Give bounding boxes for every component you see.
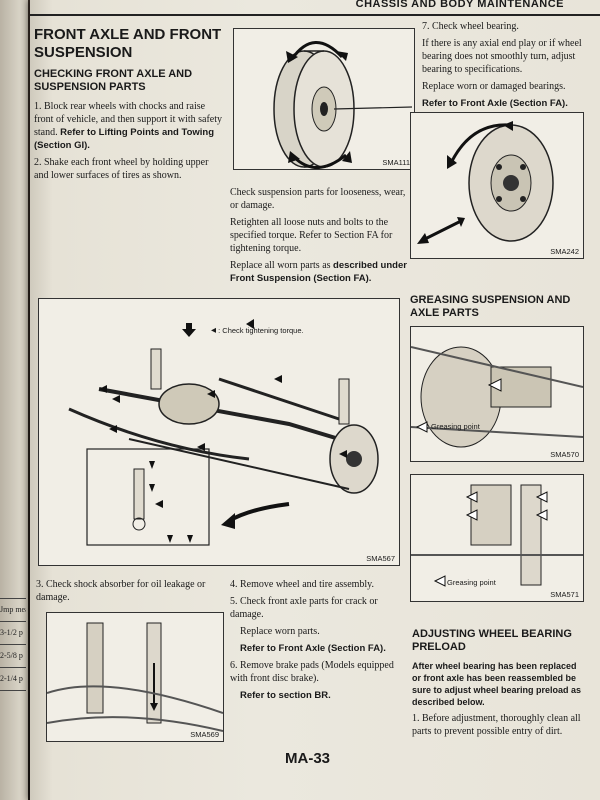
adjusting-title: ADJUSTING WHEEL BEARING PRELOAD bbox=[412, 628, 572, 653]
header-title: CHASSIS AND BODY MAINTENANCE bbox=[355, 0, 564, 10]
step-5-reference: Refer to Front Axle (Section FA). bbox=[240, 643, 386, 654]
figure-code: SMA569 bbox=[190, 730, 219, 739]
step-6: 6. Remove brake pads (Models equipped wi… bbox=[230, 660, 394, 684]
figure-code: SMA570 bbox=[550, 450, 579, 459]
previous-page-table-row: 3-1/2 p bbox=[0, 622, 26, 645]
arrow-icon: ◂ bbox=[211, 325, 217, 336]
wheel-bearing-illustration bbox=[417, 121, 554, 244]
greasing-lower-illustration bbox=[411, 484, 583, 587]
front-suspension-illustration bbox=[68, 319, 379, 546]
check-suspension-text: Check suspension parts for looseness, we… bbox=[230, 187, 406, 211]
right-column-top: 7. Check wheel bearing. If there is any … bbox=[422, 20, 592, 114]
previous-page-table: Jmp measur 3-1/2 p 2-5/8 p 2-1/4 p bbox=[0, 598, 26, 691]
replace-parts-reference: described under Front Suspension (Sectio… bbox=[230, 260, 407, 284]
bottom-middle-text: 4. Remove wheel and tire assembly. 5. Ch… bbox=[230, 578, 400, 706]
shock-absorber-illustration bbox=[47, 622, 223, 732]
step-4: 4. Remove wheel and tire assembly. bbox=[230, 579, 375, 590]
figure-code: SMA571 bbox=[550, 590, 579, 599]
greasing-section: GREASING SUSPENSION AND AXLE PARTS bbox=[410, 294, 590, 320]
previous-page-table-header: Jmp measur bbox=[0, 599, 26, 622]
bottom-left-text: 3. Check shock absorber for oil leakage … bbox=[36, 578, 216, 608]
figure-code: SMA111 bbox=[382, 158, 410, 167]
step-7: 7. Check wheel bearing. bbox=[422, 21, 519, 32]
step-6-reference: Refer to section BR. bbox=[240, 690, 331, 701]
section-subtitle: CHECKING FRONT AXLE AND SUSPENSION PARTS bbox=[34, 68, 193, 93]
adjusting-section: ADJUSTING WHEEL BEARING PRELOAD After wh… bbox=[412, 628, 588, 742]
figure-wheel-bearing: SMA242 bbox=[410, 112, 584, 259]
step-1-reference: Refer to Lifting Points and Towing (Sect… bbox=[34, 127, 215, 151]
retighten-text: Retighten all loose nuts and bolts to th… bbox=[230, 217, 393, 254]
step-7-body: If there is any axial end play or if whe… bbox=[422, 38, 582, 75]
step-5: 5. Check front axle parts for crack or d… bbox=[230, 596, 378, 620]
tire-shake-illustration bbox=[273, 41, 413, 169]
step-3: 3. Check shock absorber for oil leakage … bbox=[36, 579, 206, 603]
greasing-point-label: Greasing point bbox=[431, 422, 480, 431]
greasing-upper-illustration bbox=[411, 346, 583, 448]
step-7-replace: Replace worn or damaged bearings. bbox=[422, 81, 566, 92]
figure-code: SMA567 bbox=[366, 554, 395, 563]
previous-page-table-row: 2-1/4 p bbox=[0, 668, 26, 691]
previous-page-edge: Jmp measur 3-1/2 p 2-5/8 p 2-1/4 p bbox=[0, 0, 28, 800]
adjusting-step-1: 1. Before adjustment, thoroughly clean a… bbox=[412, 713, 581, 737]
greasing-title: GREASING SUSPENSION AND AXLE PARTS bbox=[410, 294, 571, 319]
step-1: 1. Block rear wheels with chocks and rai… bbox=[34, 101, 223, 151]
adjusting-body: After wheel bearing has been replaced or… bbox=[412, 661, 582, 707]
figure-shock-absorber: SMA569 bbox=[46, 612, 224, 742]
replace-parts-text: Replace all worn parts as described unde… bbox=[230, 260, 407, 284]
page-number: MA-33 bbox=[285, 750, 331, 767]
step-7-reference: Refer to Front Axle (Section FA). bbox=[422, 98, 568, 109]
section-title: FRONT AXLE AND FRONT SUSPENSION bbox=[34, 26, 222, 61]
figure-greasing-upper: Greasing point SMA570 bbox=[410, 326, 584, 462]
figure-tire-shake: SMA111 bbox=[233, 28, 415, 170]
greasing-point-label: Greasing point bbox=[447, 578, 496, 587]
figure-code: SMA242 bbox=[550, 247, 579, 256]
running-header: CHASSIS AND BODY MAINTENANCE bbox=[30, 0, 600, 16]
step-2: 2. Shake each front wheel by holding upp… bbox=[34, 157, 209, 181]
left-column: FRONT AXLE AND FRONT SUSPENSION CHECKING… bbox=[34, 26, 224, 186]
previous-page-table-row: 2-5/8 p bbox=[0, 645, 26, 668]
manual-page: CHASSIS AND BODY MAINTENANCE FRONT AXLE … bbox=[30, 0, 600, 800]
figure-greasing-lower: Greasing point SMA571 bbox=[410, 474, 584, 602]
torque-legend: ◂ : Check tightening torque. bbox=[211, 325, 304, 336]
step-5-replace: Replace worn parts. bbox=[240, 626, 320, 637]
middle-text: Check suspension parts for looseness, we… bbox=[230, 186, 412, 289]
figure-front-suspension: ◂ : Check tightening torque. bbox=[38, 298, 400, 566]
